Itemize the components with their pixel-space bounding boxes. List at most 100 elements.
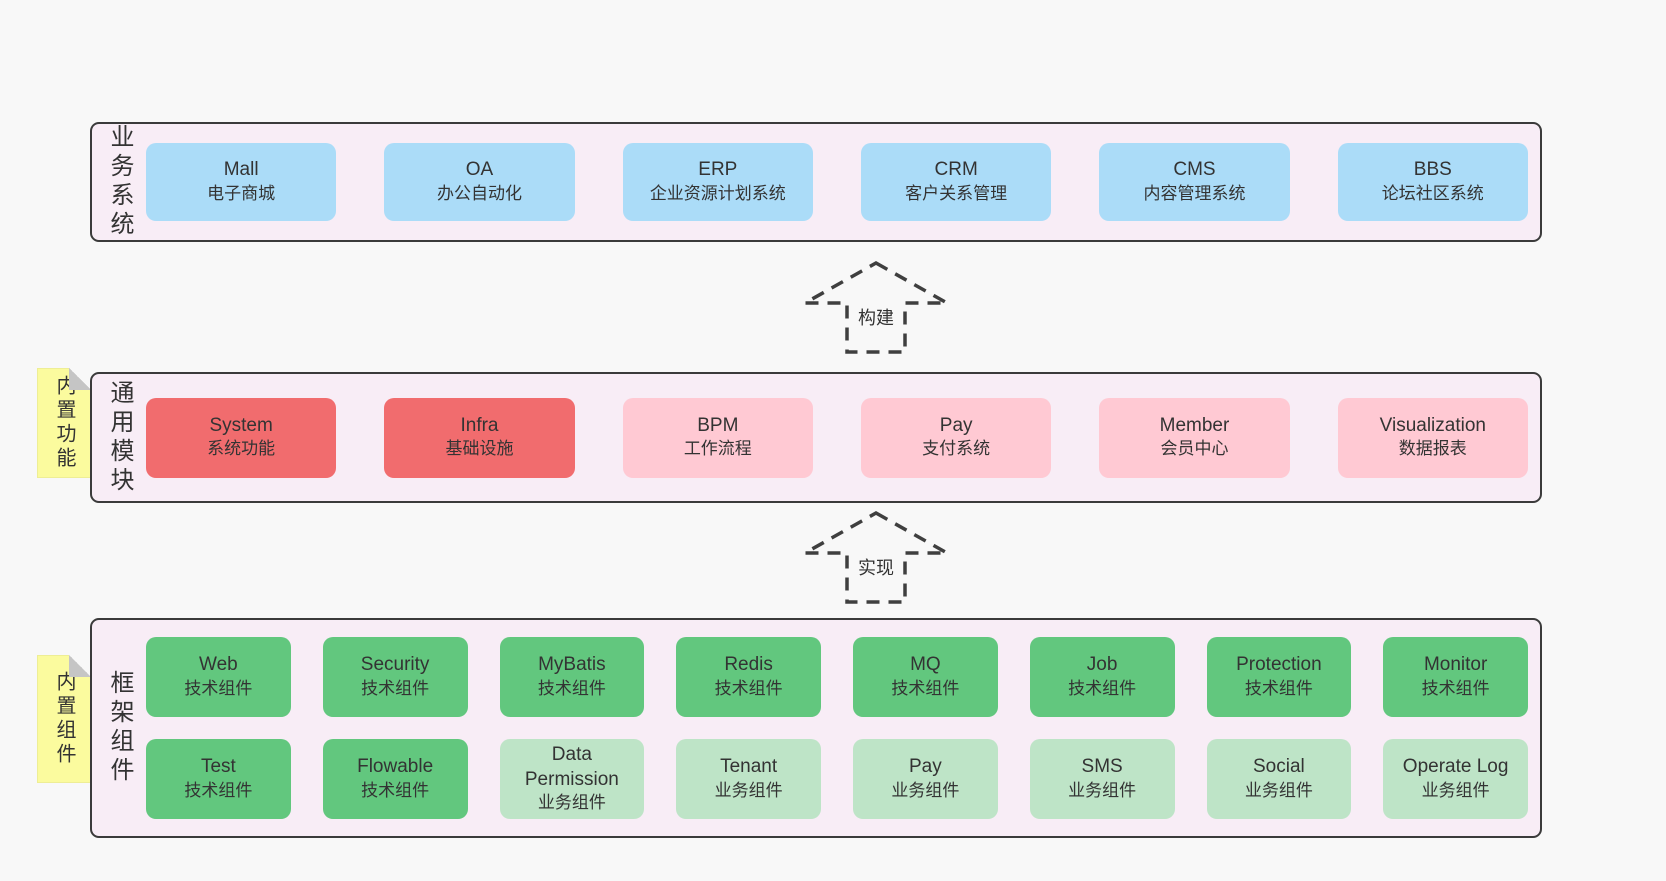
module-name: Data Permission bbox=[524, 743, 619, 790]
section-label: 业务系统 bbox=[106, 124, 133, 240]
arrow-build: 构建 bbox=[801, 260, 951, 355]
module-name: ERP bbox=[698, 159, 738, 181]
module-name: Test bbox=[200, 756, 236, 778]
module-subtitle: 业务组件 bbox=[1421, 780, 1490, 800]
module-name: Tenant bbox=[720, 756, 778, 778]
module-box-member: Member 会员中心 bbox=[1099, 397, 1290, 478]
module-name: MQ bbox=[910, 654, 941, 676]
module-subtitle: 基础设施 bbox=[445, 439, 514, 459]
arrow-implement: 实现 bbox=[801, 510, 951, 605]
sticky-note-builtin-features: 内置功能 bbox=[37, 368, 91, 478]
module-box-pay: Pay 支付系统 bbox=[860, 397, 1052, 478]
section-label: 通用模块 bbox=[106, 379, 133, 496]
module-name: Pay bbox=[939, 414, 973, 436]
module-subtitle: 企业资源计划系统 bbox=[649, 183, 786, 203]
module-name: CRM bbox=[934, 159, 978, 181]
module-subtitle: 会员中心 bbox=[1160, 439, 1229, 459]
module-name: Operate Log bbox=[1402, 756, 1509, 778]
folded-corner-icon bbox=[69, 655, 91, 677]
module-subtitle: 技术组件 bbox=[714, 678, 783, 698]
module-name: Infra bbox=[460, 414, 499, 436]
module-subtitle: 技术组件 bbox=[891, 678, 960, 698]
module-box-bpm: BPM 工作流程 bbox=[622, 397, 813, 478]
module-name: Pay bbox=[909, 756, 942, 778]
module-subtitle: 技术组件 bbox=[361, 678, 430, 698]
section-label: 框架组件 bbox=[106, 670, 133, 786]
module-name: Mall bbox=[223, 159, 259, 181]
module-box-infra: Infra 基础设施 bbox=[384, 397, 575, 478]
module-subtitle: 技术组件 bbox=[184, 780, 253, 800]
module-subtitle: 技术组件 bbox=[537, 678, 606, 698]
up-arrow-icon bbox=[801, 260, 951, 354]
module-subtitle: 技术组件 bbox=[1068, 678, 1137, 698]
module-subtitle: 业务组件 bbox=[1244, 780, 1313, 800]
module-name: Job bbox=[1086, 654, 1118, 676]
module-subtitle: 技术组件 bbox=[1244, 678, 1313, 698]
module-name: Web bbox=[199, 654, 238, 676]
module-name: System bbox=[209, 414, 273, 436]
module-name: MyBatis bbox=[538, 654, 606, 676]
note-text: 内置组件 bbox=[53, 671, 75, 767]
sticky-note-builtin-components: 内置组件 bbox=[37, 655, 91, 783]
module-subtitle: 数据报表 bbox=[1398, 439, 1467, 459]
module-name: Flowable bbox=[357, 756, 434, 778]
module-subtitle: 内容管理系统 bbox=[1143, 183, 1246, 203]
module-name: Member bbox=[1159, 414, 1230, 436]
module-name: CMS bbox=[1173, 159, 1216, 181]
module-subtitle: 技术组件 bbox=[184, 678, 253, 698]
arrow-label: 构建 bbox=[855, 304, 897, 330]
module-subtitle: 办公自动化 bbox=[436, 183, 522, 203]
module-name: OA bbox=[465, 159, 494, 181]
module-name: BPM bbox=[697, 414, 739, 436]
module-subtitle: 论坛社区系统 bbox=[1381, 183, 1484, 203]
module-name: SMS bbox=[1081, 756, 1123, 778]
module-subtitle: 业务组件 bbox=[891, 780, 960, 800]
module-subtitle: 技术组件 bbox=[1421, 678, 1490, 698]
module-name: Monitor bbox=[1423, 654, 1488, 676]
module-box-visualization: Visualization 数据报表 bbox=[1337, 397, 1528, 478]
note-text: 内置功能 bbox=[53, 375, 75, 471]
module-name: Redis bbox=[724, 654, 773, 676]
module-subtitle: 电子商城 bbox=[207, 183, 276, 203]
module-subtitle: 客户关系管理 bbox=[905, 183, 1008, 203]
module-subtitle: 支付系统 bbox=[922, 439, 991, 459]
up-arrow-icon bbox=[801, 510, 951, 604]
module-subtitle: 业务组件 bbox=[1068, 780, 1137, 800]
module-subtitle: 工作流程 bbox=[683, 439, 752, 459]
module-name: Protection bbox=[1236, 654, 1322, 676]
module-name: Social bbox=[1253, 756, 1305, 778]
module-subtitle: 业务组件 bbox=[714, 780, 783, 800]
module-name: Security bbox=[360, 654, 430, 676]
module-subtitle: 技术组件 bbox=[361, 780, 430, 800]
module-name: Visualization bbox=[1379, 414, 1486, 436]
